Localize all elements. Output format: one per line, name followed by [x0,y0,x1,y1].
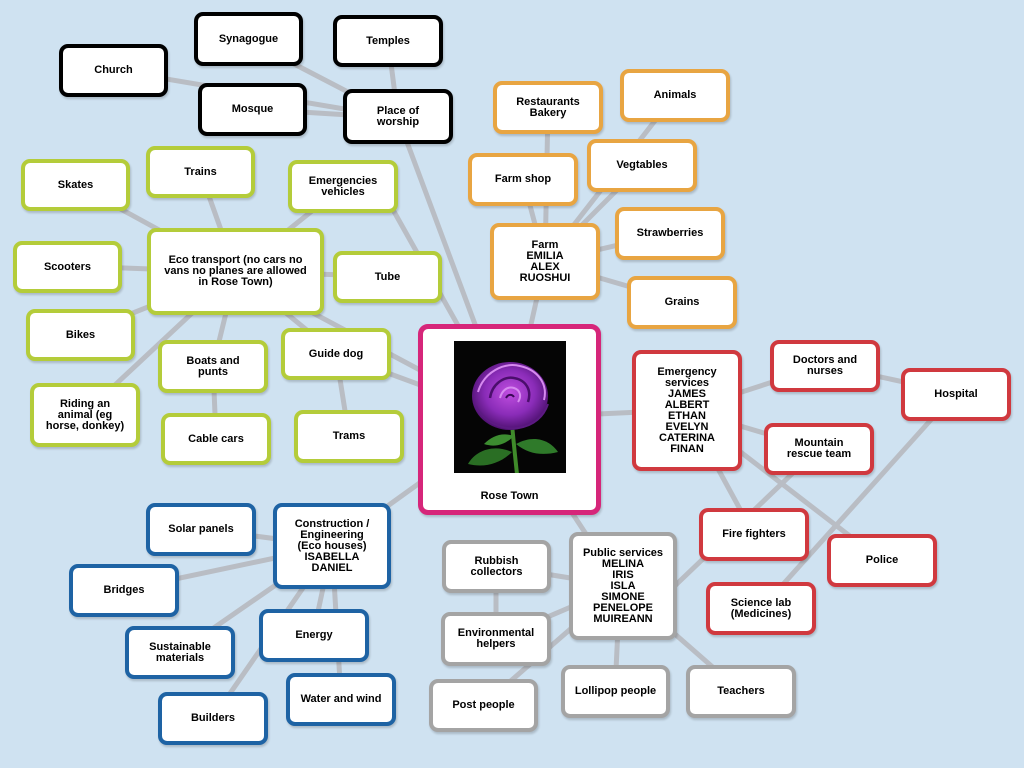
worship-item-temples[interactable]: Temples [333,15,443,67]
farm-item-vegtables[interactable]: Vegtables [587,139,697,192]
construction-item-sustainable-materials[interactable]: Sustainable materials [125,626,235,679]
worship-item-church[interactable]: Church [59,44,168,97]
emergency-item-mountain-rescue-team[interactable]: Mountain rescue team [764,423,874,475]
public-item-post-people[interactable]: Post people [429,679,538,732]
transport-item-cable-cars[interactable]: Cable cars [161,413,271,465]
public-item-rubbish-collectors[interactable]: Rubbish collectors [442,540,551,593]
construction-item-builders[interactable]: Builders [158,692,268,745]
farm-item-animals[interactable]: Animals [620,69,730,122]
transport-item-emergency-vehicles[interactable]: Emergencies vehicles [288,160,398,213]
emergency-item-doctors-and-nurses[interactable]: Doctors and nurses [770,340,880,392]
worship-item-mosque[interactable]: Mosque [198,83,307,136]
transport-item-boats-and-punts[interactable]: Boats and punts [158,340,268,393]
emergency-hub[interactable]: Emergency services JAMES ALBERT ETHAN EV… [632,350,742,471]
worship-hub[interactable]: Place of worship [343,89,453,144]
center-label: Rose Town [480,490,539,502]
construction-item-bridges[interactable]: Bridges [69,564,179,617]
transport-item-trains[interactable]: Trains [146,146,255,198]
transport-item-guide-dog[interactable]: Guide dog [281,328,391,380]
construction-item-solar-panels[interactable]: Solar panels [146,503,256,556]
transport-item-trams[interactable]: Trams [294,410,404,463]
farm-item-farm-shop[interactable]: Farm shop [468,153,578,206]
transport-item-scooters[interactable]: Scooters [13,241,122,293]
center-node[interactable]: Rose Town [418,324,601,515]
worship-item-synagogue[interactable]: Synagogue [194,12,303,66]
purple-rose-image [453,341,566,473]
farm-item-grains[interactable]: Grains [627,276,737,329]
transport-item-skates[interactable]: Skates [21,159,130,211]
farm-item-strawberries[interactable]: Strawberries [615,207,725,260]
public-item-teachers[interactable]: Teachers [686,665,796,718]
public-item-environmental-helpers[interactable]: Environmental helpers [441,612,551,666]
public-item-lollipop-people[interactable]: Lollipop people [561,665,670,718]
farm-hub[interactable]: Farm EMILIA ALEX RUOSHUI [490,223,600,300]
transport-item-tube[interactable]: Tube [333,251,442,303]
construction-hub[interactable]: Construction / Engineering (Eco houses) … [273,503,391,589]
public-hub[interactable]: Public services MELINA IRIS ISLA SIMONE … [569,532,677,640]
emergency-item-hospital[interactable]: Hospital [901,368,1011,421]
construction-item-water-and-wind[interactable]: Water and wind [286,673,396,726]
emergency-item-science-lab[interactable]: Science lab (Medicines) [706,582,816,635]
transport-item-bikes[interactable]: Bikes [26,309,135,361]
farm-item-restaurants-bakery[interactable]: Restaurants Bakery [493,81,603,134]
transport-hub[interactable]: Eco transport (no cars no vans no planes… [147,228,324,315]
emergency-item-police[interactable]: Police [827,534,937,587]
transport-item-riding-an-animal[interactable]: Riding an animal (eg horse, donkey) [30,383,140,447]
construction-item-energy[interactable]: Energy [259,609,369,662]
emergency-item-fire-fighters[interactable]: Fire fighters [699,508,809,561]
